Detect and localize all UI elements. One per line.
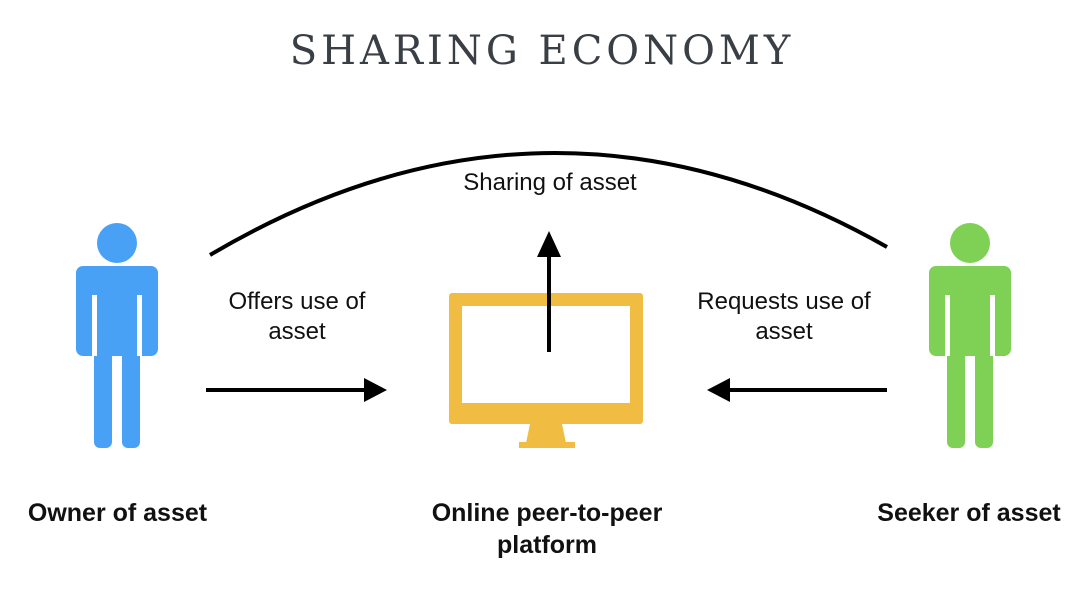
owner-person-icon — [76, 223, 158, 448]
platform-label-line1: Online peer-to-peer — [431, 499, 663, 527]
offers-label-line2: asset — [268, 318, 326, 345]
diagram-title: SHARING ECONOMY — [289, 28, 795, 74]
sharing-arc — [208, 151, 888, 257]
owner-label: Owner of asset — [27, 499, 208, 527]
requests-label-line1: Requests use of — [697, 288, 871, 315]
sharing-label: Sharing of asset — [463, 169, 637, 196]
requests-label-line2: asset — [755, 318, 813, 345]
seeker-label: Seeker of asset — [877, 499, 1061, 527]
offers-label-line1: Offers use of — [228, 288, 366, 315]
platform-label-line2: platform — [497, 531, 597, 559]
platform-monitor-icon — [449, 293, 643, 448]
